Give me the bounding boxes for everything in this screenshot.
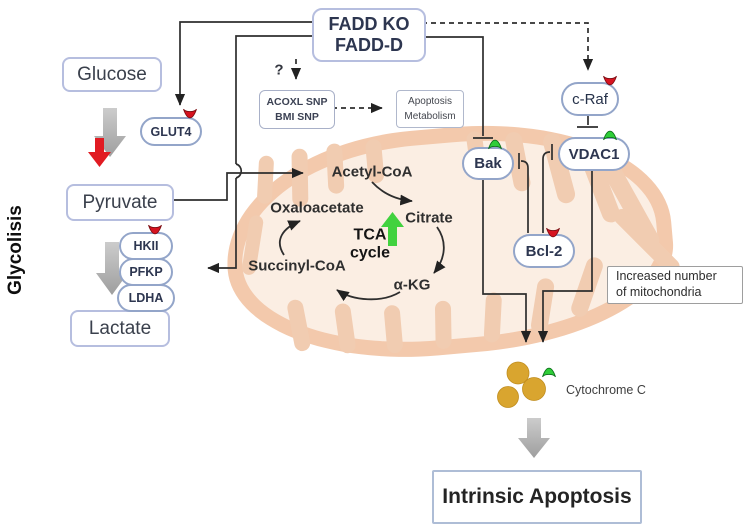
bmi-snp-label: BMI SNP [275, 110, 319, 123]
acoxl-snp-label: ACOXL SNP [266, 96, 328, 109]
arc-citrate-to-akg [433, 226, 446, 274]
glycolysis-pathway-label: Glycolisis [5, 205, 26, 295]
upregulated-marker-icon [540, 366, 558, 379]
downregulated-marker-icon [544, 226, 562, 239]
bcl2-oval: Bcl-2 [513, 234, 575, 268]
vdac1-label: VDAC1 [568, 145, 620, 163]
vdac1-oval: VDAC1 [558, 137, 630, 171]
arrow-faddko-to-glut4 [174, 21, 312, 106]
citrate-label: Citrate [405, 209, 453, 227]
dashed-connectors [290, 22, 594, 114]
craf-label: c-Raf [572, 90, 608, 108]
glut4-label: GLUT4 [150, 124, 192, 139]
arc-succinylcoa-to-oxaloacetate [278, 220, 301, 256]
acetyl-coa-label: Acetyl-CoA [331, 163, 413, 181]
ldha-oval: LDHA [117, 284, 175, 312]
apoptosis-metabolism-box: Apoptosis Metabolism [396, 90, 464, 128]
cytochrome-c-circle [522, 377, 546, 401]
downregulated-marker-icon [146, 223, 164, 236]
glut4-oval: GLUT4 [140, 117, 202, 146]
line-jump-bridge [235, 163, 243, 179]
pyruvate-box: Pyruvate [66, 184, 174, 221]
green-up-arrow-tca-icon [381, 212, 404, 246]
oxaloacetate-label: Oxaloacetate [270, 199, 364, 217]
cytochrome-c-molecules [497, 361, 546, 408]
tca-cycle-arcs [278, 181, 446, 302]
arc-acetylcoa-to-citrate [371, 181, 413, 206]
ldha-label: LDHA [128, 291, 164, 305]
dashed-arrow-faddko-to-craf [422, 22, 594, 71]
inhibit-bcl2-to-vdac1-line [542, 151, 551, 233]
intrinsic-apoptosis-label: Intrinsic Apoptosis [442, 485, 632, 508]
cytochrome-c-label: Cytochrome C [566, 383, 646, 397]
line-faddko-to-enzymes-upper [235, 35, 312, 164]
arrow-vdac1-to-cytochrome [537, 167, 593, 343]
metabolism-label: Metabolism [404, 111, 456, 122]
hkii-label: HKII [133, 239, 159, 253]
succinyl-coa-label: Succinyl-CoA [248, 257, 346, 275]
glucose-label: Glucose [77, 63, 147, 85]
gray-arrow-pyruvate-to-lactate [96, 242, 128, 295]
craf-oval: c-Raf [561, 82, 619, 116]
solid-connectors [157, 21, 598, 343]
apoptosis-label: Apoptosis [408, 96, 452, 107]
arrow-bak-to-cytochrome [482, 175, 532, 343]
cytochrome-c-circle [506, 361, 530, 385]
lactate-box: Lactate [70, 310, 170, 347]
inhibit-bcl2-to-bak-line [520, 160, 529, 233]
akg-label: α-KG [393, 276, 431, 294]
pyruvate-label: Pyruvate [82, 191, 158, 213]
glucose-box: Glucose [62, 57, 162, 92]
arrow-faddko-to-enzymes [207, 178, 237, 274]
fadd-d-label: FADD-D [335, 35, 403, 55]
tca-title-line1: TCA [353, 226, 387, 244]
upregulated-marker-icon [486, 138, 504, 151]
cytochrome-c-circle [497, 386, 519, 408]
question-mark-label: ? [274, 61, 284, 79]
intrinsic-apoptosis-box: Intrinsic Apoptosis [432, 470, 642, 524]
downregulated-marker-icon [601, 74, 619, 87]
hkii-oval: HKII [119, 232, 173, 260]
increased-mitochondria-box: Increased number of mitochondria [607, 266, 743, 304]
tca-title-line2: cycle [349, 245, 391, 262]
bak-oval: Bak [462, 147, 514, 180]
tca-cycle-title: TCA cycle [350, 227, 390, 264]
red-down-arrow-glycolysis-icon [88, 138, 111, 167]
pfkp-label: PFKP [129, 265, 163, 279]
inhibit-faddko-to-bak-line [422, 36, 484, 136]
arrow-pyruvate-to-acetylcoa [157, 167, 304, 201]
increased-mito-line2: of mitochondria [616, 285, 702, 299]
pfkp-oval: PFKP [119, 258, 173, 286]
fadd-title-box: FADD KO FADD-D [312, 8, 426, 62]
bcl2-label: Bcl-2 [525, 242, 563, 260]
bak-label: Bak [474, 155, 502, 172]
snp-box: ACOXL SNP BMI SNP [259, 90, 335, 129]
increased-mito-line1: Increased number [616, 269, 717, 284]
arc-akg-to-succinylcoa [336, 289, 401, 302]
lactate-label: Lactate [88, 317, 152, 339]
fadd-ko-label: FADD KO [328, 13, 410, 34]
upregulated-marker-icon [601, 129, 619, 142]
downregulated-marker-icon [181, 107, 199, 120]
gray-arrow-cytochrome-to-apoptosis [518, 418, 550, 458]
